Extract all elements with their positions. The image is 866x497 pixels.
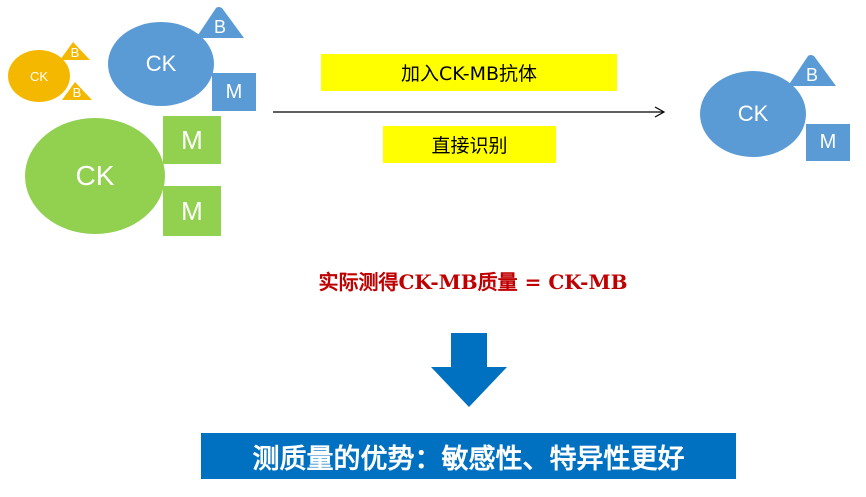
m-square-medium: M — [212, 73, 256, 111]
ck-green-large: CK — [25, 118, 165, 234]
ck-orange-small-label: CK — [29, 68, 49, 84]
ck-blue-result: CK — [700, 71, 806, 157]
label-direct-recognition: 直接识别 — [383, 126, 556, 163]
ck-orange-small: CK — [8, 50, 70, 102]
m-square-result: M — [806, 124, 850, 161]
b-tag-small-top: B — [60, 40, 90, 60]
down-arrow-icon — [431, 333, 507, 407]
ck-green-large-label: CK — [75, 160, 115, 191]
m-square-green-bottom: M — [163, 186, 221, 236]
formula-text: 实际测得CK-MB质量 = CK-MB — [318, 270, 628, 294]
m-square-green-top-label: M — [181, 124, 203, 155]
b-tag-medium-label: B — [213, 17, 226, 37]
ck-blue-result-label: CK — [737, 101, 769, 126]
b-tag-small-top-label: B — [70, 45, 80, 60]
label-add-antibody-text: 加入CK-MB抗体 — [400, 63, 537, 85]
conclusion-banner: 测质量的优势：敏感性、特异性更好 — [201, 433, 736, 479]
label-direct-recognition-text: 直接识别 — [431, 135, 508, 157]
conclusion-text: 测质量的优势：敏感性、特异性更好 — [252, 443, 685, 475]
label-add-antibody: 加入CK-MB抗体 — [321, 54, 617, 91]
m-square-green-top: M — [163, 116, 221, 164]
ck-blue-medium-label: CK — [145, 51, 177, 76]
m-square-green-bottom-label: M — [181, 195, 203, 226]
b-tag-small-bottom: B — [62, 80, 92, 100]
m-square-result-label: M — [819, 131, 837, 153]
b-tag-result: B — [788, 54, 836, 86]
reaction-arrow — [273, 106, 666, 118]
m-square-medium-label: M — [225, 80, 243, 103]
b-tag-small-bottom-label: B — [72, 85, 82, 100]
b-tag-medium: B — [196, 6, 244, 38]
ck-blue-medium: CK — [108, 22, 214, 106]
b-tag-result-label: B — [805, 65, 818, 85]
